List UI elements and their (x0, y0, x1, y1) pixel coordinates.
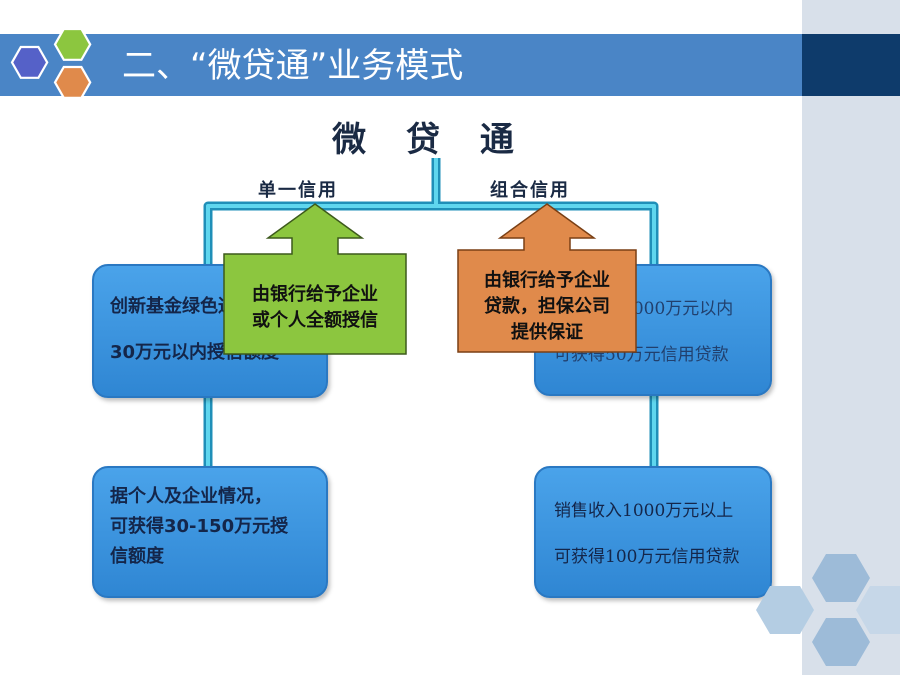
diagram-root-label: 微 贷 通 (332, 120, 528, 160)
up-arrow-callout-green-icon (223, 203, 407, 355)
callout-line: 由银行给予企业 (252, 284, 378, 305)
title-bar-dark-block (802, 34, 900, 96)
up-arrow-callout-orange-icon (457, 203, 637, 353)
box-line: 销售收入1000万元以上 (554, 501, 734, 521)
box-sales-over-10m: 销售收入1000万元以上 可获得100万元信用贷款 (534, 466, 772, 598)
box-line: 创新基金绿色通道 (110, 296, 254, 317)
callout-line: 由银行给予企业 (484, 270, 610, 291)
box-line: 可获得100万元信用贷款 (554, 547, 740, 567)
branch-label-combined-credit: 组合信用 (490, 180, 570, 201)
slide-title: 二、“微贷通”业务模式 (122, 46, 464, 86)
title-bar (0, 34, 802, 96)
branch-label-single-credit: 单一信用 (258, 180, 338, 201)
hexagon-cluster-logo-icon (10, 27, 92, 99)
box-line: 据个人及企业情况， (110, 486, 272, 507)
box-line: 信额度 (110, 546, 164, 567)
callout-single-credit: 由银行给予企业 或个人全额授信 (224, 282, 406, 334)
hexagon-pattern-icon (756, 554, 900, 666)
box-individual-enterprise: 据个人及企业情况， 可获得30-150万元授 信额度 (92, 466, 328, 598)
callout-line: 贷款，担保公司 (484, 296, 610, 317)
callout-combined-credit: 由银行给予企业 贷款，担保公司 提供保证 (458, 268, 636, 346)
callout-line: 提供保证 (511, 322, 583, 343)
box-line: 可获得30-150万元授 (110, 516, 289, 537)
callout-line: 或个人全额授信 (252, 310, 378, 331)
